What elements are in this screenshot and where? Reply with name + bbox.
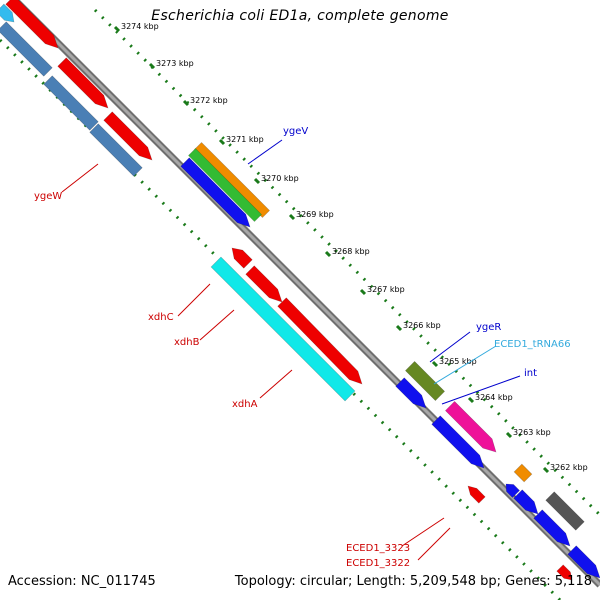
gene-feature[interactable] [89,123,143,177]
gene-xdhA[interactable] [277,297,363,385]
major-tick [182,99,190,107]
major-tick [324,250,332,258]
scale-label: 3268 kbp [332,247,370,256]
scale-label: 3272 kbp [190,96,228,105]
major-tick [395,324,403,332]
gene-feature[interactable] [505,483,520,498]
major-ticks [113,25,550,474]
gene-ygeR[interactable] [404,360,446,402]
gene-feature[interactable] [533,509,571,547]
callout-line [199,309,235,341]
accession-text: Accession: NC_011745 [8,574,156,589]
scale-label: 3269 kbp [296,210,334,219]
scale-label: 3263 kbp [513,428,551,437]
gene-label-ygeV[interactable]: ygeV [283,126,308,137]
major-tick [467,396,475,404]
gene-ygeV-blue[interactable] [180,157,251,228]
genome-summary-text: Topology: circular; Length: 5,209,548 bp… [234,574,592,589]
gene-xdhC[interactable] [231,247,253,269]
major-tick [218,138,226,146]
gene-ECED1-3322[interactable] [556,564,573,581]
major-tick [542,466,550,474]
scale-label: 3267 kbp [367,285,405,294]
gene-feature[interactable] [513,489,539,515]
scale-label: 3264 kbp [475,393,513,402]
gene-feature[interactable] [431,415,485,469]
gene-label-ECED1-tRNA66[interactable]: ECED1_tRNA66 [494,339,571,350]
callout-line [177,283,211,317]
scale-label: 3270 kbp [261,174,299,183]
scale-label: 3266 kbp [403,321,441,330]
callout-line [247,139,283,165]
gene-ygeV-green[interactable] [188,148,262,222]
gene-label-xdhC[interactable]: xdhC [148,312,174,323]
major-tick [288,213,296,221]
gene-ECED1-3323[interactable] [467,485,486,504]
gene-feature[interactable] [43,75,99,131]
gene-label-ECED1-3323[interactable]: ECED1_3323 [346,543,410,554]
gene-xdhB-part[interactable] [245,265,283,303]
scale-label: 3271 kbp [226,135,264,144]
scale-labels: 3274 kbp 3273 kbp 3272 kbp 3271 kbp 3270… [121,22,588,472]
backbone [12,0,600,588]
callout-line [417,527,451,561]
scale-label: 3262 kbp [550,463,588,472]
gene-feature[interactable] [103,111,153,161]
callout-line [433,345,497,385]
gene-label-int[interactable]: int [524,368,537,379]
major-tick [505,431,513,439]
gene-label-ECED1-3322[interactable]: ECED1_3322 [346,558,410,569]
gene-label-ygeR[interactable]: ygeR [476,322,501,333]
gene-label-xdhA[interactable]: xdhA [232,399,258,410]
major-tick [113,25,121,33]
gene-feature[interactable] [513,463,533,483]
gene-callouts [61,139,521,561]
gene-feature[interactable] [57,57,109,109]
major-tick [253,177,261,185]
scale-label: 3265 kbp [439,357,477,366]
gene-feature[interactable] [5,0,59,49]
callout-line [259,369,293,399]
gene-int[interactable] [444,400,497,453]
major-tick [431,360,439,368]
gene-feature[interactable] [0,3,15,23]
tick-track-outer [93,8,600,517]
major-tick [359,288,367,296]
gene-features [0,0,600,581]
gene-feature[interactable] [0,21,53,77]
gene-feature[interactable] [567,545,600,579]
callout-line [429,331,471,363]
callout-line [401,517,445,547]
gene-feature[interactable] [545,491,585,531]
scale-label: 3274 kbp [121,22,159,31]
gene-label-xdhB[interactable]: xdhB [174,337,200,348]
genome-title: Escherichia coli ED1a, complete genome [151,8,449,24]
major-tick [148,62,156,70]
callout-line [441,375,521,405]
gene-labels: ygeW ygeV xdhC xdhB xdhA ygeR ECED1_tRNA… [34,126,571,569]
gene-label-ygeW[interactable]: ygeW [34,191,62,202]
gene-xdhB-cyan[interactable] [210,256,356,402]
gene-feature[interactable] [395,377,427,409]
callout-line [61,163,99,193]
scale-label: 3273 kbp [156,59,194,68]
